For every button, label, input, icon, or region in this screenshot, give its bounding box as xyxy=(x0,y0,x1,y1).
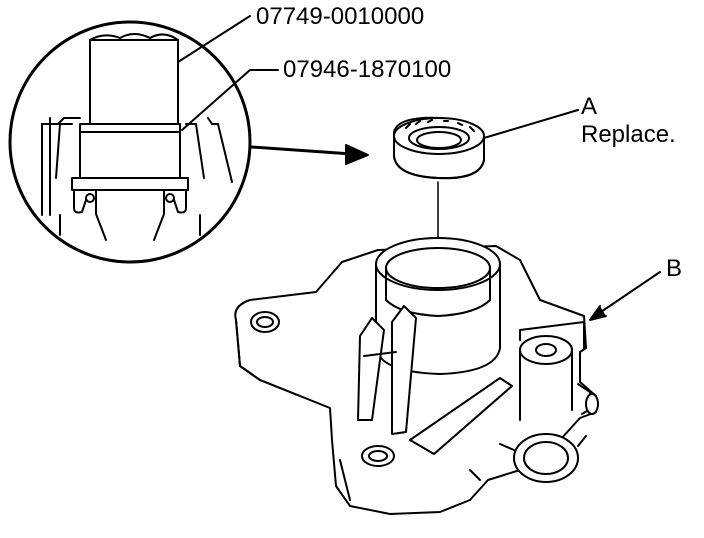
tool-2-part-number: 07946-1870100 xyxy=(283,56,452,83)
leader-tool-2 xyxy=(182,70,278,130)
leader-a xyxy=(484,110,578,138)
callout-a-note: Replace. xyxy=(581,121,676,148)
arrow-to-seal xyxy=(252,145,368,164)
seal-in-bore xyxy=(72,178,188,190)
callout-a-letter: A xyxy=(581,93,598,120)
oil-seal-a xyxy=(394,118,484,178)
leader-b xyxy=(592,272,660,318)
callout-b-letter: B xyxy=(666,255,683,282)
driver-handle xyxy=(90,40,178,124)
leader-tool-1 xyxy=(178,16,250,62)
housing-b xyxy=(235,238,598,514)
tool-detail-inset xyxy=(10,22,250,262)
tool-1-part-number: 07749-0010000 xyxy=(256,3,425,30)
